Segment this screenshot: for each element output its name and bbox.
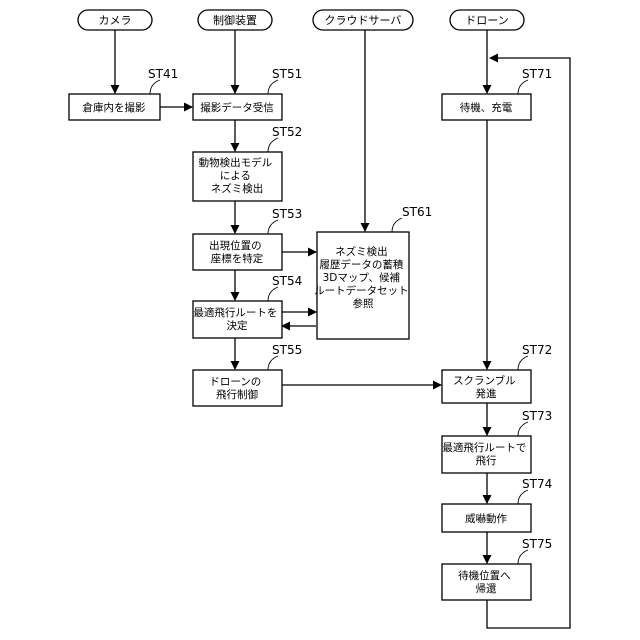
- step-st73-line-2: 飛行: [476, 454, 497, 467]
- step-st61-leader: [392, 218, 402, 232]
- lane-camera: カメラ: [78, 10, 152, 30]
- step-st74: ST74 威嚇動作: [442, 477, 552, 532]
- step-st53-line-1: 出現位置の: [209, 239, 262, 252]
- step-st75-leader: [518, 550, 528, 564]
- step-st72: ST72 スクランブル 発進: [442, 343, 552, 403]
- step-st51-leader: [268, 80, 278, 94]
- lane-camera-label: カメラ: [99, 14, 132, 27]
- step-st61-line-1: ネズミ検出: [335, 245, 388, 258]
- lane-drone: ドローン: [450, 10, 524, 30]
- step-st41-leader: [150, 80, 160, 94]
- step-st55-leader: [268, 356, 278, 370]
- step-st61-line-5: ルートデータセット: [314, 284, 409, 297]
- step-st55-line-1: ドローンの: [209, 376, 261, 388]
- step-st52-line-2: による: [220, 170, 251, 182]
- lane-cloud: クラウドサーバ: [313, 10, 413, 30]
- step-st71-leader: [518, 80, 528, 94]
- step-st54: ST54 最適飛行ルートを 決定: [193, 274, 302, 338]
- step-st72-leader: [518, 356, 528, 370]
- step-st52: ST52 動物検出モデル による ネズミ検出: [193, 125, 302, 201]
- step-st72-line-2: 発進: [476, 387, 497, 400]
- step-st74-id: ST74: [522, 477, 552, 491]
- step-st55: ST55 ドローンの 飛行制御: [193, 343, 302, 406]
- step-st54-line-2: 決定: [227, 319, 248, 332]
- lane-cloud-label: クラウドサーバ: [325, 14, 402, 27]
- step-st74-line-1: 威嚇動作: [465, 512, 507, 525]
- step-st71-id: ST71: [522, 67, 552, 81]
- step-st55-label: ドローンの 飛行制御: [209, 376, 264, 401]
- lane-controller: 制御装置: [198, 10, 272, 30]
- step-st71: ST71 待機、充電: [442, 67, 552, 120]
- step-st61-line-2: 履歴データの蓄積: [319, 258, 403, 271]
- step-st53-id: ST53: [272, 207, 302, 221]
- step-st52-leader: [268, 138, 278, 152]
- step-st61-line-6: 参照: [353, 297, 374, 310]
- step-st51-label: 撮影データ受信: [200, 101, 274, 114]
- step-st41-label: 倉庫内を撮影: [83, 101, 146, 114]
- step-st41: ST41 倉庫内を撮影: [69, 67, 178, 120]
- step-st61-id: ST61: [402, 205, 432, 219]
- step-st71-label: 待機、充電: [460, 101, 513, 114]
- step-st54-line-1: 最適飛行ルートを: [193, 306, 277, 319]
- step-st51-line-1: 撮影データ受信: [200, 101, 274, 114]
- step-st71-line-1: 待機、充電: [460, 101, 513, 114]
- step-st52-line-3: ネズミ検出: [211, 182, 264, 195]
- step-st51: ST51 撮影データ受信: [193, 67, 302, 120]
- step-st55-line-2: 飛行制御: [216, 388, 258, 401]
- step-st51-id: ST51: [272, 67, 302, 81]
- step-st74-label: 威嚇動作: [465, 512, 507, 525]
- step-st41-line-1: 倉庫内を撮影: [83, 101, 146, 114]
- step-st41-id: ST41: [148, 67, 178, 81]
- step-st73: ST73 最適飛行ルートで 飛行: [442, 409, 552, 473]
- step-st61: ST61 ネズミ検出 履歴データの蓄積 3Dマップ、候補 ルートデータセット 参…: [314, 205, 432, 339]
- step-st73-id: ST73: [522, 409, 552, 423]
- step-st54-id: ST54: [272, 274, 302, 288]
- step-st75-line-1: 待機位置へ: [458, 569, 511, 582]
- step-st52-id: ST52: [272, 125, 302, 139]
- step-st55-id: ST55: [272, 343, 302, 357]
- step-st53: ST53 出現位置の 座標を特定: [193, 207, 302, 270]
- step-st75-line-2: 帰還: [476, 582, 497, 595]
- step-st72-line-1: スクランブル: [453, 374, 516, 387]
- step-st54-leader: [268, 287, 278, 301]
- step-st52-line-1: 動物検出モデル: [199, 156, 273, 169]
- step-st73-leader: [518, 422, 528, 436]
- step-st53-line-2: 座標を特定: [211, 252, 264, 265]
- step-st72-id: ST72: [522, 343, 552, 357]
- step-st53-leader: [268, 220, 278, 234]
- step-st75: ST75 待機位置へ 帰還: [442, 537, 552, 600]
- step-st74-leader: [518, 490, 528, 504]
- step-st75-id: ST75: [522, 537, 552, 551]
- lane-drone-label: ドローン: [465, 14, 508, 27]
- step-st61-line-4: 3Dマップ、候補: [323, 271, 401, 284]
- lane-controller-label: 制御装置: [213, 13, 257, 27]
- step-st73-line-1: 最適飛行ルートで: [442, 441, 526, 454]
